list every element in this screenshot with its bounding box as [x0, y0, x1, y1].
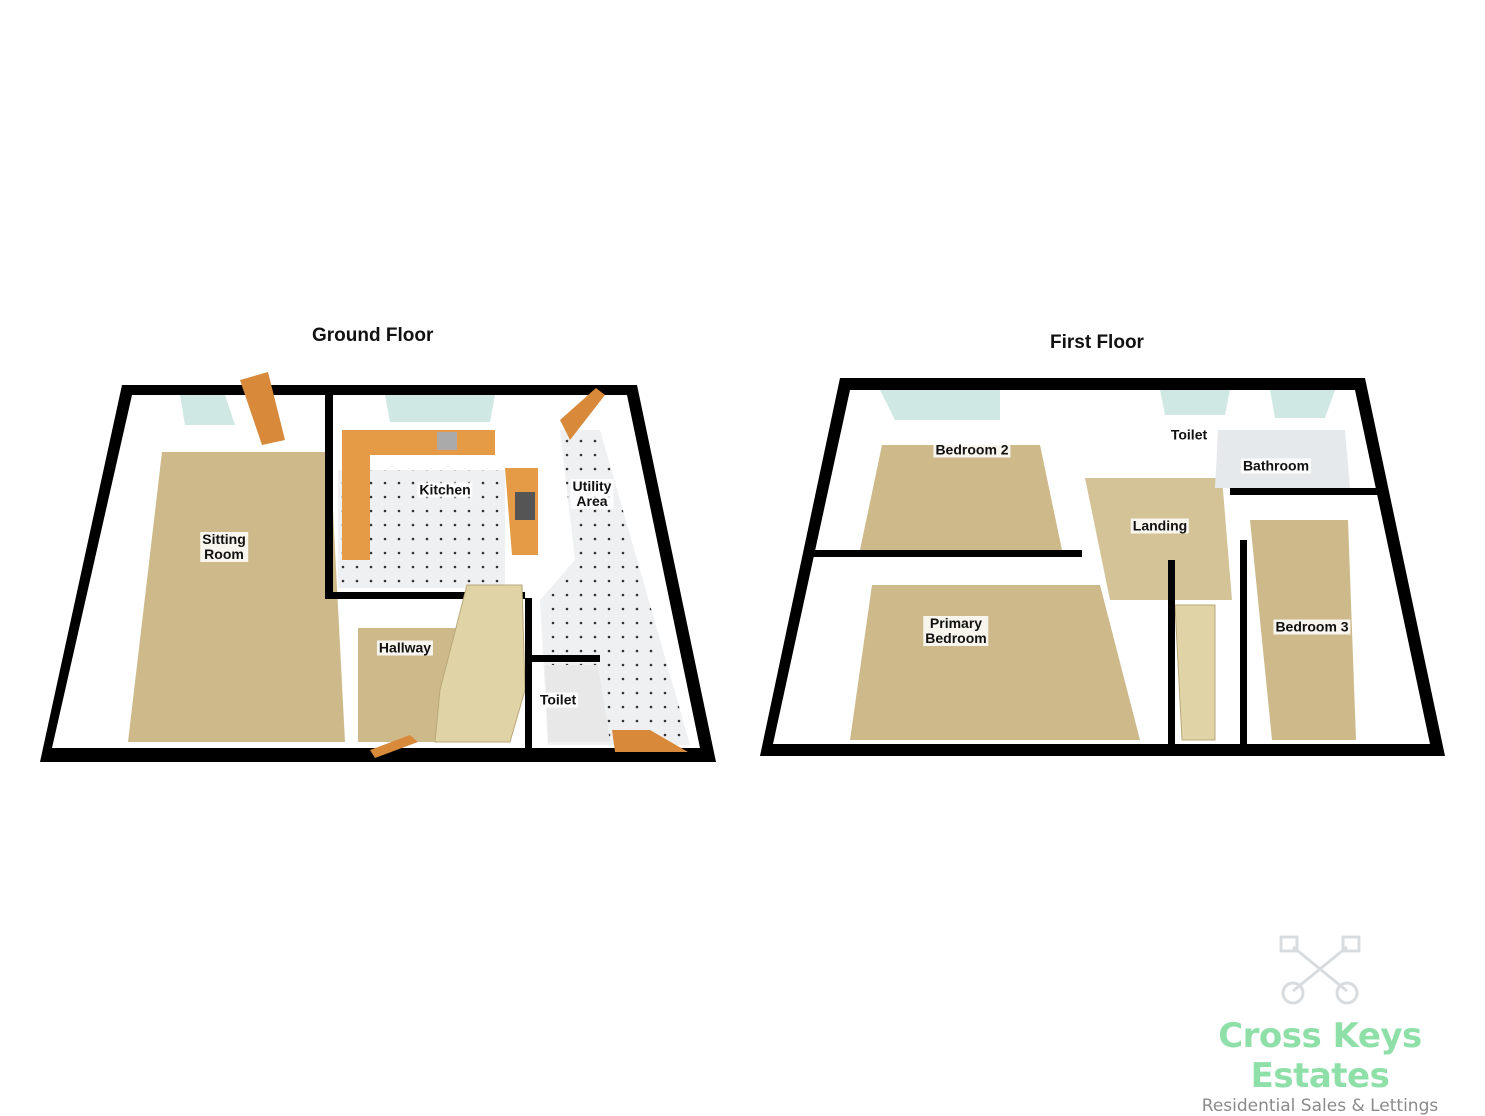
window	[180, 395, 235, 425]
hob-icon	[515, 492, 535, 520]
window	[880, 390, 1000, 420]
window	[1270, 390, 1335, 418]
room-label-toilet: Toilet	[537, 691, 579, 708]
ground-floor-plan	[40, 372, 716, 762]
room-label-bedroom-3: Bedroom 3	[1273, 618, 1351, 635]
room-label-sitting-room: Sitting Room	[200, 531, 248, 562]
room-label-utility-area: Utility Area	[570, 478, 614, 509]
bedroom-2-floor	[860, 445, 1062, 550]
wall	[1168, 560, 1175, 745]
company-logo: Cross Keys Estates Residential Sales & L…	[1160, 935, 1480, 1116]
kitchen-floor	[338, 470, 505, 588]
ground-floor-title: Ground Floor	[312, 325, 434, 346]
wall	[812, 550, 1082, 557]
brand-name: Cross Keys Estates	[1218, 1016, 1422, 1096]
wall	[1003, 744, 1280, 756]
wall	[532, 655, 600, 662]
window	[1160, 390, 1230, 415]
room-label-primary-bedroom: Primary Bedroom	[923, 615, 989, 646]
first-floor-plan	[760, 378, 1445, 756]
wall	[1240, 540, 1247, 745]
room-label-toilet: Toilet	[1168, 426, 1210, 443]
door	[612, 730, 688, 752]
wall	[325, 395, 333, 595]
wall	[525, 598, 532, 748]
room-label-landing: Landing	[1130, 517, 1190, 534]
window	[385, 395, 495, 422]
stairs	[1174, 604, 1216, 741]
wall	[1230, 488, 1380, 495]
room-label-kitchen: Kitchen	[417, 481, 473, 498]
stairs	[434, 584, 526, 743]
room-label-bathroom: Bathroom	[1240, 457, 1312, 474]
crossed-keys-icon	[1279, 935, 1361, 1005]
door	[560, 388, 605, 440]
door	[240, 372, 285, 445]
kitchen-worktop	[342, 430, 495, 560]
hallway-floor	[358, 628, 460, 742]
door	[370, 735, 418, 758]
sink-icon	[437, 432, 457, 450]
wall	[325, 592, 525, 599]
primary-bedroom-floor	[850, 585, 1140, 740]
floor-plans	[40, 372, 1445, 762]
landing-floor	[1085, 478, 1232, 600]
sitting-room-floor	[128, 452, 345, 742]
room-label-bedroom-2: Bedroom 2	[933, 441, 1011, 458]
brand-tagline: Residential Sales & Lettings	[1201, 1096, 1439, 1116]
first-floor-title: First Floor	[1050, 332, 1144, 353]
room-label-hallway: Hallway	[376, 639, 434, 656]
